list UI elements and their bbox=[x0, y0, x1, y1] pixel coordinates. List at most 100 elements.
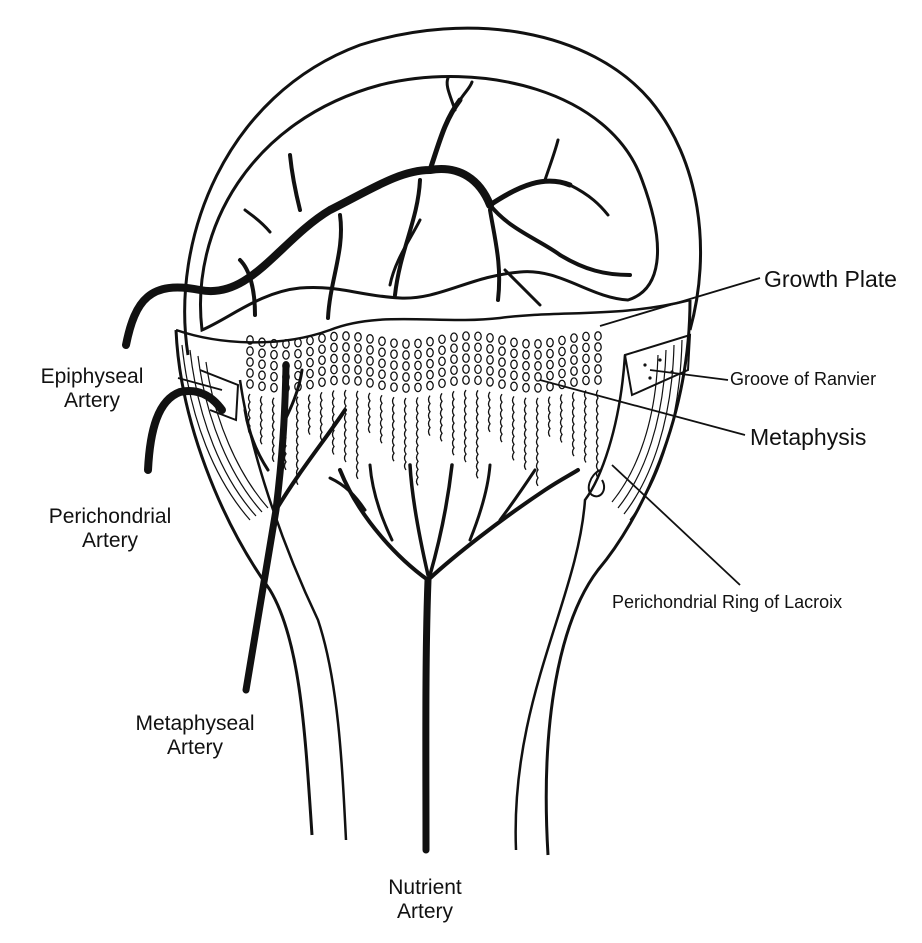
cartilage-cell bbox=[487, 367, 493, 375]
cartilage-cell bbox=[463, 332, 469, 340]
cartilage-cell bbox=[355, 355, 361, 363]
cartilage-cell bbox=[415, 361, 421, 369]
cartilage-cell bbox=[403, 373, 409, 381]
cartilage-cell bbox=[355, 344, 361, 352]
cartilage-cell bbox=[343, 354, 349, 362]
cartilage-cell bbox=[499, 358, 505, 366]
cartilage-cell bbox=[535, 340, 541, 348]
nutrient-artery-vessels bbox=[330, 465, 578, 850]
cartilage-cell bbox=[499, 336, 505, 344]
cartilage-cell bbox=[583, 365, 589, 373]
cartilage-cell bbox=[343, 365, 349, 373]
label-growth-plate: Growth Plate bbox=[764, 266, 897, 292]
label-perichondrial-ring: Perichondrial Ring of Lacroix bbox=[612, 592, 842, 613]
cartilage-cell bbox=[427, 381, 433, 389]
cartilage-cell bbox=[307, 369, 313, 377]
cartilage-cell bbox=[475, 376, 481, 384]
cartilage-cell bbox=[595, 332, 601, 340]
label-perichondrial-artery: Perichondrial Artery bbox=[30, 505, 190, 553]
cartilage-column-tail bbox=[381, 395, 383, 443]
cartilage-cell bbox=[259, 360, 265, 368]
cartilage-column-tail bbox=[369, 393, 371, 433]
cartilage-cell bbox=[247, 347, 253, 355]
cartilage-cell bbox=[511, 360, 517, 368]
cartilage-cell bbox=[463, 365, 469, 373]
cartilage-column-tail bbox=[453, 391, 455, 455]
cartilage-cell bbox=[367, 346, 373, 354]
cartilage-column-tail bbox=[489, 392, 491, 432]
cartilage-cell bbox=[295, 350, 301, 358]
cartilage-cell bbox=[595, 343, 601, 351]
label-nutrient-line1: Nutrient bbox=[370, 876, 480, 900]
cartilage-cell bbox=[451, 355, 457, 363]
cartilage-cell bbox=[571, 356, 577, 364]
cartilage-cell bbox=[511, 349, 517, 357]
cartilage-column-tail bbox=[321, 392, 323, 440]
label-metaphysis: Metaphysis bbox=[750, 424, 866, 450]
cartilage-cell bbox=[559, 347, 565, 355]
cartilage-cell bbox=[355, 366, 361, 374]
cartilage-cell bbox=[571, 367, 577, 375]
cartilage-cell bbox=[331, 365, 337, 373]
cartilage-cell bbox=[475, 343, 481, 351]
cartilage-cell bbox=[319, 356, 325, 364]
cartilage-cell bbox=[487, 345, 493, 353]
cartilage-cell bbox=[271, 362, 277, 370]
label-groove-of-ranvier: Groove of Ranvier bbox=[730, 369, 876, 390]
label-epiphyseal-line2: Artery bbox=[22, 389, 162, 413]
cartilage-column-tail bbox=[585, 390, 587, 462]
cartilage-cell bbox=[247, 358, 253, 366]
cartilage-cell bbox=[427, 337, 433, 345]
cartilage-cell bbox=[499, 380, 505, 388]
cartilage-cell bbox=[523, 340, 529, 348]
cartilage-cell bbox=[583, 343, 589, 351]
cartilage-cell bbox=[595, 354, 601, 362]
cartilage-cell bbox=[367, 357, 373, 365]
cartilage-cell bbox=[403, 384, 409, 392]
cartilage-cell bbox=[463, 376, 469, 384]
cartilage-column-tail bbox=[513, 396, 515, 460]
cartilage-column-tail bbox=[261, 396, 263, 444]
metaphyseal-artery-vessels bbox=[245, 365, 345, 690]
cartilage-cell bbox=[427, 359, 433, 367]
cartilage-cell bbox=[319, 378, 325, 386]
cartilage-cell bbox=[439, 379, 445, 387]
cartilage-cell bbox=[307, 380, 313, 388]
cartilage-cell bbox=[547, 371, 553, 379]
cartilage-column-tail bbox=[561, 394, 563, 442]
cartilage-column-tail bbox=[537, 398, 539, 486]
cartilage-column-tail bbox=[357, 391, 359, 479]
cartilage-cell bbox=[523, 351, 529, 359]
cartilage-cell bbox=[427, 370, 433, 378]
cartilage-cell bbox=[259, 371, 265, 379]
cartilage-column-tail bbox=[429, 396, 431, 436]
cartilage-column-tail bbox=[417, 397, 419, 485]
cartilage-cell bbox=[547, 360, 553, 368]
cartilage-cell bbox=[511, 382, 517, 390]
cartilage-cell bbox=[439, 357, 445, 365]
label-epiphyseal-line1: Epiphyseal bbox=[22, 365, 162, 389]
cartilage-cell bbox=[583, 376, 589, 384]
cartilage-cell bbox=[427, 348, 433, 356]
cartilage-column-tail bbox=[597, 390, 599, 478]
label-nutrient-artery: Nutrient Artery bbox=[370, 876, 480, 924]
label-metaphyseal-line1: Metaphyseal bbox=[120, 712, 270, 736]
cartilage-cell bbox=[319, 334, 325, 342]
cartilage-cell bbox=[523, 384, 529, 392]
secondary-ossification-center bbox=[200, 77, 657, 330]
cartilage-column-tail bbox=[297, 397, 299, 485]
cartilage-cell bbox=[439, 346, 445, 354]
cartilage-cell bbox=[307, 347, 313, 355]
cartilage-cell bbox=[475, 332, 481, 340]
cartilage-cell bbox=[571, 378, 577, 386]
groove-dots bbox=[643, 358, 673, 379]
cartilage-cell bbox=[343, 376, 349, 384]
cartilage-column-tail bbox=[405, 398, 407, 470]
cartilage-cell bbox=[331, 354, 337, 362]
label-metaphyseal-line2: Artery bbox=[120, 736, 270, 760]
cartilage-cell bbox=[391, 383, 397, 391]
cartilage-cell bbox=[355, 333, 361, 341]
cartilage-cell bbox=[379, 337, 385, 345]
